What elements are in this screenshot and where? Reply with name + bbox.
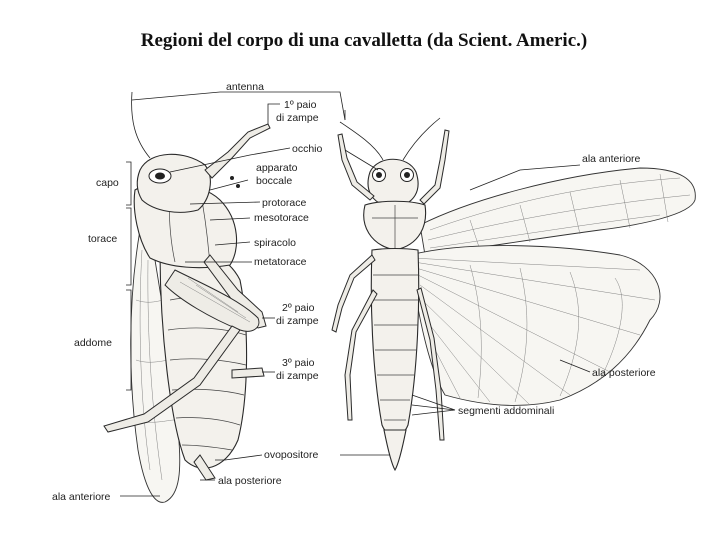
top-head	[367, 158, 419, 208]
label-paio2-a: 2º paio	[282, 302, 315, 314]
side-leg-2	[203, 254, 267, 329]
top-antenna-left	[339, 121, 384, 161]
label-mesotorace: mesotorace	[254, 212, 309, 224]
side-hind-tarsus	[231, 367, 265, 379]
label-addome: addome	[74, 337, 112, 349]
label-ala-anteriore-side: ala anteriore	[52, 491, 111, 503]
label-paio3-a: 3º paio	[282, 357, 315, 369]
side-head	[136, 153, 211, 213]
label-ala-posteriore-top: ala posteriore	[592, 367, 656, 379]
diagram-title: Regioni del corpo di una cavalletta (da …	[140, 30, 588, 51]
top-leg-1-right	[419, 129, 450, 205]
side-antenna	[131, 91, 151, 159]
label-apparato-b: boccale	[256, 175, 292, 187]
label-paio3-b: di zampe	[276, 370, 319, 382]
label-spiracolo: spiracolo	[254, 237, 296, 249]
side-hind-tibia	[103, 325, 241, 433]
top-leg-2-left	[331, 254, 376, 333]
top-leg-3-right	[416, 287, 445, 441]
top-antenna-right	[402, 117, 441, 161]
top-hindwing	[409, 245, 661, 406]
label-occhio: occhio	[292, 143, 323, 155]
label-ala-anteriore-top: ala anteriore	[582, 153, 641, 165]
top-leg-3-left	[344, 289, 378, 421]
label-ala-posteriore-side: ala posteriore	[218, 475, 282, 487]
side-view-grasshopper	[103, 91, 271, 503]
label-protorace: protorace	[262, 197, 307, 209]
top-view-grasshopper	[331, 117, 696, 472]
label-metatorace: metatorace	[254, 256, 307, 268]
label-paio2-b: di zampe	[276, 315, 319, 327]
top-ovipositor	[383, 429, 407, 472]
side-leg-1	[204, 123, 271, 179]
label-paio1-a: 1º paio	[284, 99, 317, 111]
label-capo: capo	[96, 177, 119, 189]
side-eye-pupil	[155, 172, 165, 180]
top-abdomen	[370, 247, 420, 437]
leader-lines	[120, 91, 591, 497]
label-segmenti: segmenti addominali	[458, 405, 554, 417]
labels: antenna 1º paio di zampe occhio apparato…	[52, 81, 656, 503]
label-ovopositore: ovopositore	[264, 449, 318, 461]
top-forewing	[419, 167, 696, 256]
label-antenna: antenna	[226, 81, 264, 93]
side-hind-femur	[164, 269, 260, 332]
label-paio1-b: di zampe	[276, 112, 319, 124]
label-torace: torace	[88, 233, 117, 245]
label-apparato-a: apparato	[256, 162, 298, 174]
top-leg-1-left	[337, 133, 375, 201]
